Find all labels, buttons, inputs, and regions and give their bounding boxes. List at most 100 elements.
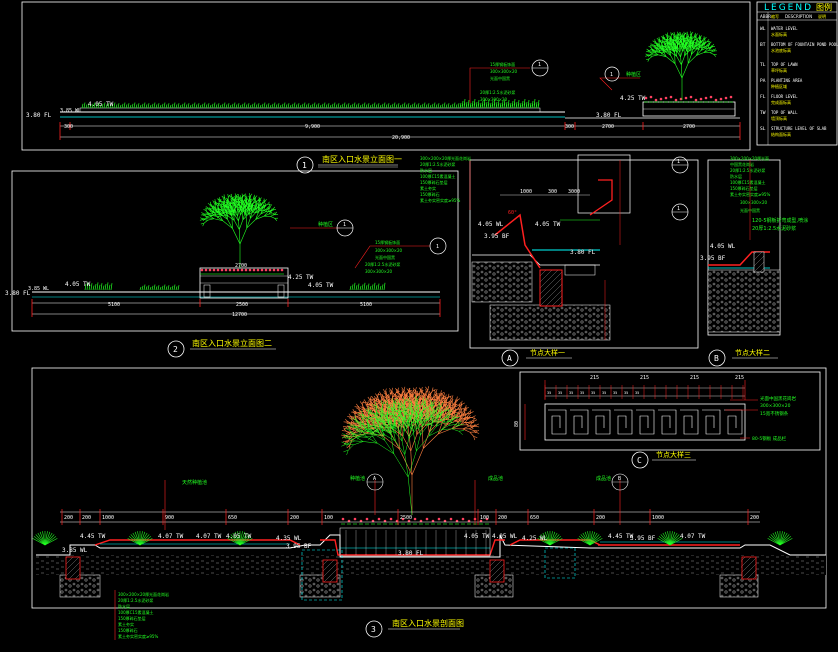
svg-text:35: 35 (624, 391, 628, 395)
svg-text:1: 1 (343, 222, 346, 228)
tree-icon (645, 31, 717, 100)
drawing-2-number (167, 340, 185, 358)
detail-c-frame (519, 371, 821, 451)
drawing-3-frame (31, 367, 827, 609)
svg-text:35: 35 (602, 391, 606, 395)
svg-text:光面中国黑: 光面中国黑 (490, 75, 510, 81)
legend-desc-en: TOP OF WALL (771, 110, 798, 115)
svg-text:300×200×20厚光面花岗岩: 300×200×20厚光面花岗岩 (118, 591, 169, 597)
svg-text:防水层: 防水层 (420, 167, 432, 173)
section-3-dim: 650 (530, 515, 539, 521)
sec3-note-2: 成品池 (488, 475, 503, 482)
legend-desc-en: STRUCTURE LEVEL OF SLAB (771, 126, 827, 131)
svg-text:B: B (618, 476, 621, 482)
level-1-0: 3.80 FL (26, 112, 52, 119)
detail-a: 60° 1000 300 3000 4.05 WL 3.95 BF 4.05 T… (420, 154, 699, 367)
section-3-dim: 200 (750, 515, 759, 521)
svg-text:20厚1:2.5水泥砂浆: 20厚1:2.5水泥砂浆 (480, 89, 515, 95)
drawing-1-frame (21, 1, 751, 151)
detail-b-title: 节点大样二 (735, 348, 770, 357)
svg-text:35: 35 (580, 391, 584, 395)
level-2-1: 3.85 WL (28, 286, 49, 292)
svg-text:1: 1 (677, 206, 680, 212)
svg-text:1: 1 (677, 159, 680, 165)
svg-text:300×300×20: 300×300×20 (740, 200, 768, 205)
dim-2a: 5100 (108, 302, 120, 308)
svg-text:150厚碎石垫层: 150厚碎石垫层 (420, 179, 448, 185)
svg-text:150厚碎石垫层: 150厚碎石垫层 (118, 615, 146, 621)
detailC-dim-0: 215 (590, 375, 599, 381)
detail-c-letter: C (637, 456, 642, 465)
svg-text:20厚1:2.5水泥砂浆: 20厚1:2.5水泥砂浆 (420, 161, 455, 167)
dim-1e: 2700 (683, 124, 695, 130)
section-3-dim: 200 (596, 515, 605, 521)
detail-b-frame (707, 159, 781, 336)
level-3-3: 4.05 TW (226, 533, 252, 540)
level-2-2: 4.05 TW (65, 281, 91, 288)
svg-text:150厚碎石: 150厚碎石 (118, 627, 138, 633)
detail-a-frame (469, 159, 699, 349)
level-2-4: 4.05 TW (308, 282, 334, 289)
section-3-dim: 1000 (652, 515, 664, 521)
level-3-11: 3.95 BF (630, 535, 656, 542)
dim-2c: 5100 (360, 302, 372, 308)
dim-1-total: 20,900 (392, 135, 410, 141)
detail-b-letter: B (714, 354, 719, 363)
detailA-level-2: 4.05 TW (535, 221, 561, 228)
level-3-0: 3.85 WL (62, 547, 88, 554)
svg-text:20厚1:2.5水泥砂浆: 20厚1:2.5水泥砂浆 (365, 261, 400, 267)
detail-b-letter-mark (708, 349, 726, 367)
legend-desc-en: FLOOR LEVEL (771, 94, 798, 99)
level-1-3: 4.25 TW (620, 95, 646, 102)
section-3-dim: 100 (480, 515, 489, 521)
section-3-dim: 900 (165, 515, 174, 521)
dim-1c: 300 (565, 124, 574, 130)
legend-abbr: TW (760, 110, 766, 116)
svg-text:35: 35 (635, 391, 639, 395)
drawing-1-title: 南区入口水景立面图一 (322, 154, 402, 164)
svg-text:素土夯实: 素土夯实 (118, 621, 134, 627)
drawing-3-title: 南区入口水景剖面图 (392, 618, 464, 628)
level-1-1: 3.85 WL (60, 108, 81, 114)
detailC-note-3: 80-5钢板 成品栏 (752, 435, 787, 442)
level-3-5: 4.35 WL (276, 535, 302, 542)
elevation-1: 300 9,900 300 2700 2700 20,900 3.80 FL 3… (21, 1, 751, 174)
detail-a-letter-mark (501, 349, 519, 367)
svg-text:素土夯实密实度≥95%: 素土夯实密实度≥95% (118, 633, 158, 639)
svg-text:A: A (373, 476, 376, 482)
legend-desc-cn: 水面标高 (771, 31, 787, 37)
svg-text:35: 35 (569, 391, 573, 395)
svg-text:80: 80 (514, 421, 520, 427)
legend-desc-cn: 种植区域 (771, 83, 787, 89)
svg-text:100厚C15素混凝土: 100厚C15素混凝土 (118, 609, 154, 615)
detail-a-title: 节点大样一 (530, 348, 565, 357)
drawing-2-number-text: 2 (173, 345, 178, 354)
drawing-3-number-text: 3 (371, 625, 376, 634)
svg-text:35: 35 (547, 391, 551, 395)
svg-text:300×300×20: 300×300×20 (375, 248, 403, 253)
legend-desc-cn: 完成面标高 (771, 99, 791, 105)
svg-text:1: 1 (610, 72, 613, 78)
legend-col-desc-cn: 说明 (818, 13, 826, 19)
detailC-note-2: 15宽不锈钢条 (760, 410, 789, 417)
section-3-dim: 650 (228, 515, 237, 521)
detailA-level-0: 4.05 WL (478, 221, 504, 228)
svg-text:60°: 60° (508, 210, 517, 216)
drawing-1-number-text: 1 (302, 161, 307, 170)
svg-text:300×300×20: 300×300×20 (480, 97, 508, 102)
svg-text:150厚碎石垫层: 150厚碎石垫层 (730, 185, 758, 191)
dim-1d: 2700 (602, 124, 614, 130)
svg-text:35: 35 (613, 391, 617, 395)
svg-text:中国黑花岗岩: 中国黑花岗岩 (730, 161, 754, 167)
legend-abbr: TL (760, 62, 766, 68)
level-3-7: 3.80 FL (398, 550, 424, 557)
detail-a-letter: A (507, 354, 512, 363)
level-3-9: 4.05 WL (492, 533, 518, 540)
level-3-2: 4.07 TW (158, 533, 184, 540)
tree-crown-icon (341, 395, 465, 516)
legend-desc-cn: 墙顶标高 (771, 115, 787, 121)
section-3-dim: 200 (82, 515, 91, 521)
svg-text:1: 1 (538, 62, 541, 68)
level-1-2: 4.05 TW (88, 101, 114, 108)
